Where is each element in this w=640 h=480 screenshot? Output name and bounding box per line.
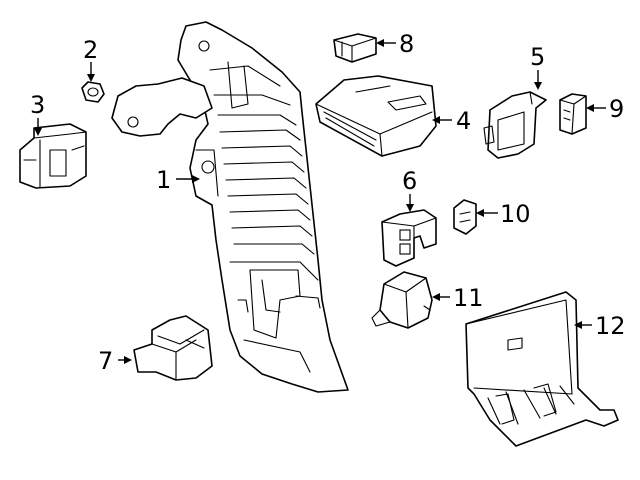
- part-9-relay[interactable]: [559, 93, 587, 135]
- callout-label-6: 6: [402, 167, 417, 195]
- callout-label-1: 1: [156, 166, 171, 194]
- callout-1: 1: [156, 166, 200, 194]
- part-3-bracket[interactable]: [19, 123, 87, 189]
- callout-label-3: 3: [30, 91, 45, 119]
- callout-5: 5: [530, 43, 545, 90]
- callout-label-9: 9: [609, 95, 624, 123]
- callout-8: 8: [376, 30, 414, 58]
- callout-12: 12: [574, 312, 626, 340]
- part-12-cover[interactable]: [465, 291, 619, 447]
- callout-label-10: 10: [500, 200, 531, 228]
- part-5-bracket[interactable]: [483, 91, 547, 159]
- callout-label-8: 8: [399, 30, 414, 58]
- callout-label-12: 12: [595, 312, 626, 340]
- part-2-nut[interactable]: [81, 81, 105, 103]
- part-10-clip[interactable]: [453, 199, 477, 235]
- callout-2: 2: [83, 36, 98, 82]
- callout-label-4: 4: [456, 107, 471, 135]
- callout-3: 3: [30, 91, 45, 136]
- part-4-module[interactable]: [315, 75, 437, 157]
- part-7-connector[interactable]: [133, 315, 213, 381]
- callout-11: 11: [432, 284, 484, 312]
- callout-7: 7: [98, 347, 132, 375]
- part-11-relay[interactable]: [371, 271, 433, 329]
- callout-label-7: 7: [98, 347, 113, 375]
- callout-label-5: 5: [530, 43, 545, 71]
- callout-10: 10: [476, 200, 531, 228]
- part-1-housing[interactable]: [111, 21, 349, 393]
- callout-9: 9: [586, 95, 624, 123]
- callout-label-2: 2: [83, 36, 98, 64]
- callout-6: 6: [402, 167, 417, 212]
- part-6-holder[interactable]: [381, 209, 437, 267]
- callout-label-11: 11: [453, 284, 484, 312]
- part-8-fuse[interactable]: [333, 33, 377, 63]
- callout-4: 4: [432, 107, 471, 135]
